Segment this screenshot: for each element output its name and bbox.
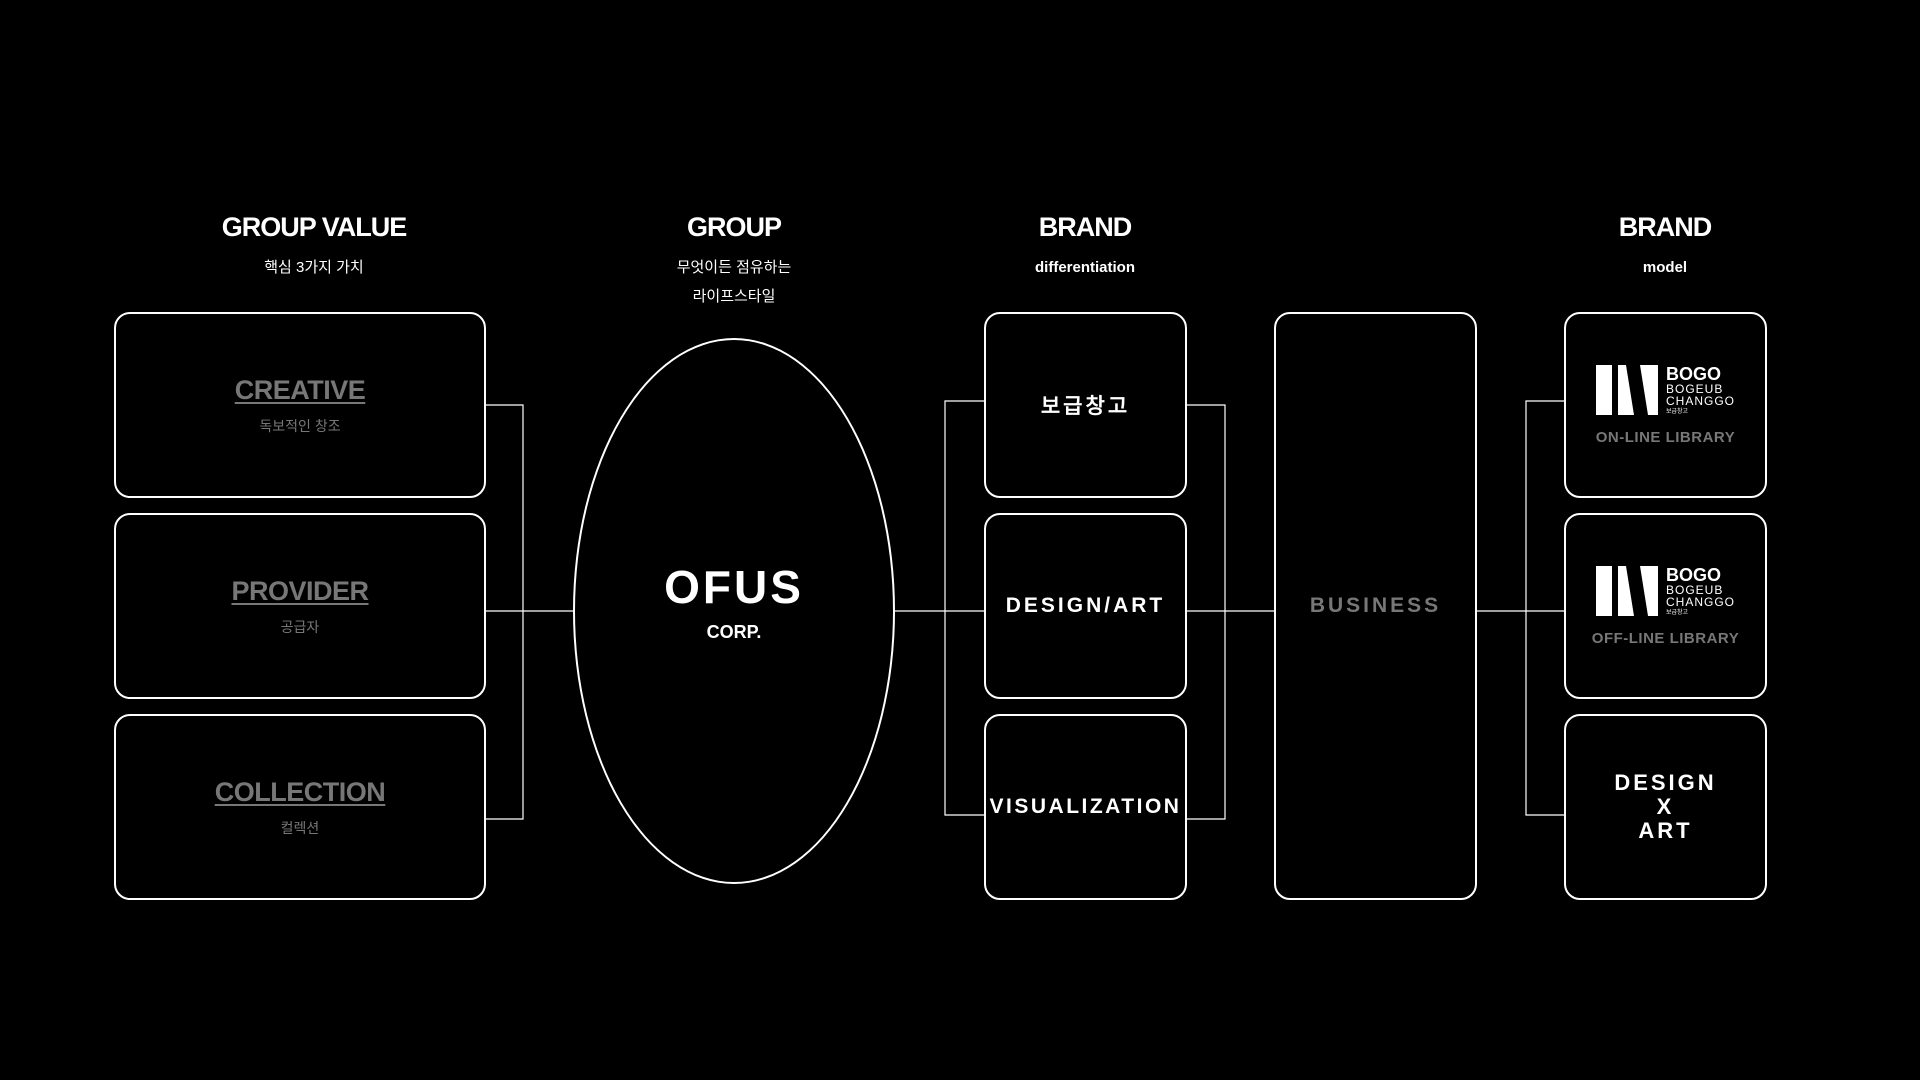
brand-label: VISUALIZATION xyxy=(989,795,1182,818)
header-title: GROUP VALUE xyxy=(221,212,408,242)
header-subtitle-line1: 무엇이든 점유하는 xyxy=(676,259,792,276)
logo-line4: 보급창고 xyxy=(1665,408,1689,415)
model-box-online: BOGO BOGEUB CHANGGO 보급창고 ON-LINE LIBRARY xyxy=(1564,312,1767,498)
value-box-provider: PROVIDER 공급자 xyxy=(114,513,486,699)
logo-line3: CHANGGO xyxy=(1665,594,1735,609)
value-subtitle: 컬렉션 xyxy=(280,819,320,836)
value-title: COLLECTION xyxy=(214,776,386,807)
value-title: PROVIDER xyxy=(231,575,369,606)
value-box-creative: CREATIVE 독보적인 창조 xyxy=(114,312,486,498)
group-name: OFUS xyxy=(664,560,804,613)
logo-line1: BOGO xyxy=(1665,363,1721,384)
model-box-design-x-art: DESIGN X ART xyxy=(1564,714,1767,900)
header-group-value: GROUP VALUE 핵심 3가지 가치 xyxy=(164,214,464,283)
value-box-collection: COLLECTION 컬렉션 xyxy=(114,714,486,900)
design-x-art-line3: ART xyxy=(1638,818,1693,843)
brand-label: 보급창고 xyxy=(1040,395,1131,418)
design-x-art-line2: X xyxy=(1656,794,1675,819)
header-subtitle: differentiation xyxy=(1035,259,1135,276)
header-brand-differentiation: BRAND differentiation xyxy=(935,214,1235,283)
model-label: ON-LINE LIBRARY xyxy=(1595,428,1736,446)
bogo-logo-icon xyxy=(1595,364,1658,415)
value-subtitle: 독보적인 창조 xyxy=(259,417,341,434)
value-subtitle: 공급자 xyxy=(280,618,320,635)
header-title: GROUP xyxy=(686,212,782,242)
logo-line3: CHANGGO xyxy=(1665,393,1735,408)
logo-line2: BOGEUB xyxy=(1665,381,1724,396)
header-subtitle: 핵심 3가지 가치 xyxy=(264,259,364,276)
business-label: BUSINESS xyxy=(1309,594,1442,617)
header-title: BRAND xyxy=(1038,212,1133,242)
brand-box-design-art: DESIGN/ART xyxy=(984,513,1187,699)
header-subtitle-line2: 라이프스타일 xyxy=(692,288,776,305)
bogo-logo: BOGO BOGEUB CHANGGO 보급창고 xyxy=(1595,564,1735,616)
logo-line2: BOGEUB xyxy=(1665,582,1724,597)
header-brand-model: BRAND model xyxy=(1515,214,1815,283)
brand-box-visualization: VISUALIZATION xyxy=(984,714,1187,900)
business-box: BUSINESS xyxy=(1274,312,1477,900)
group-oval: OFUS CORP. xyxy=(573,338,895,884)
header-group: GROUP 무엇이든 점유하는 라이프스타일 xyxy=(584,214,884,311)
header-title: BRAND xyxy=(1618,212,1713,242)
model-label: OFF-LINE LIBRARY xyxy=(1591,629,1740,647)
logo-line4: 보급창고 xyxy=(1665,609,1689,616)
bogo-logo: BOGO BOGEUB CHANGGO 보급창고 xyxy=(1595,363,1735,415)
group-suffix: CORP. xyxy=(706,621,762,642)
logo-line1: BOGO xyxy=(1665,564,1721,585)
bogo-logo-icon xyxy=(1595,565,1658,616)
model-box-offline: BOGO BOGEUB CHANGGO 보급창고 OFF-LINE LIBRAR… xyxy=(1564,513,1767,699)
design-x-art-line1: DESIGN xyxy=(1614,770,1717,795)
header-subtitle: model xyxy=(1642,259,1688,276)
brand-label: DESIGN/ART xyxy=(1005,594,1166,617)
brand-box-bogeub: 보급창고 xyxy=(984,312,1187,498)
value-title: CREATIVE xyxy=(234,374,366,405)
